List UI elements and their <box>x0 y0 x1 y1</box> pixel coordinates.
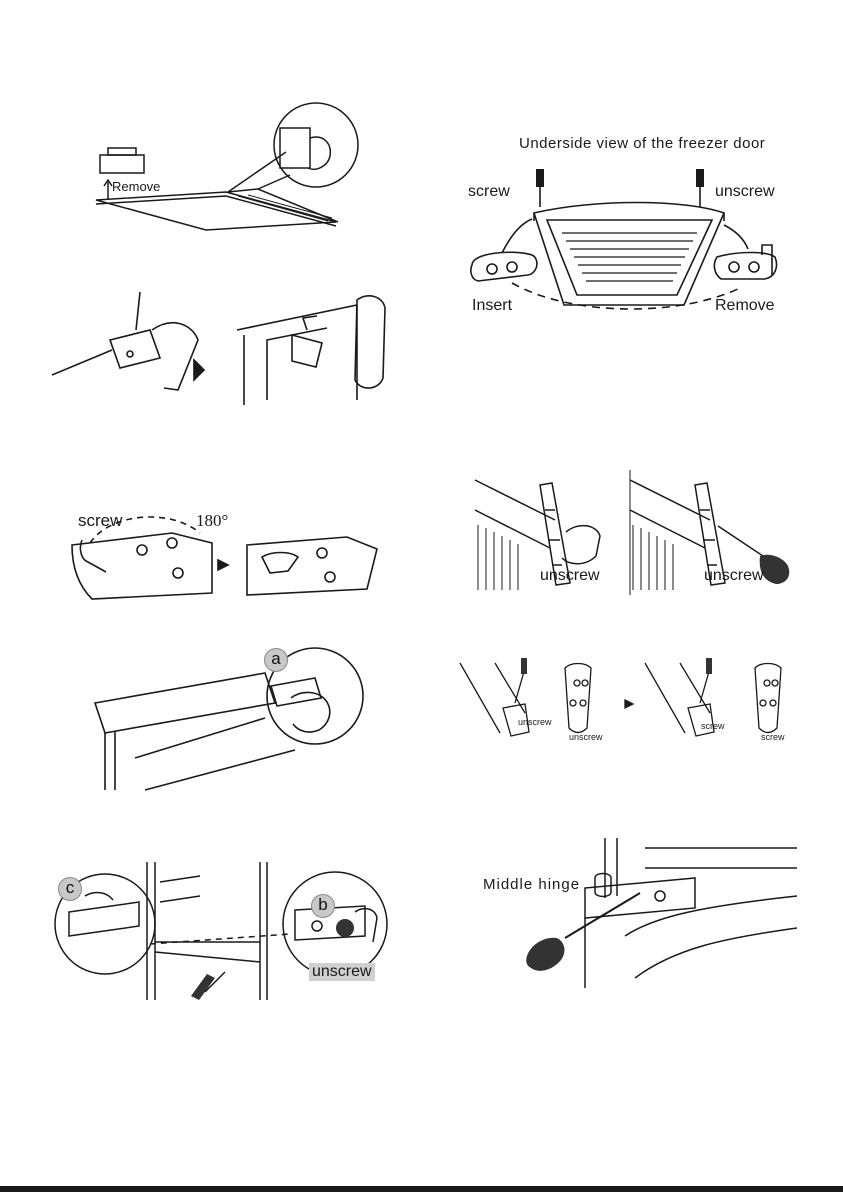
badge-a: a <box>264 648 288 672</box>
screw-label-plate: screw <box>78 512 122 529</box>
small-hinge-label-3: screw <box>701 722 725 731</box>
figure-small-hinges <box>455 658 805 743</box>
unscrew-label-freezer: unscrew <box>715 184 775 200</box>
small-hinge-label-2: unscrew <box>569 733 603 742</box>
insert-label: Insert <box>472 298 512 314</box>
angle-label: 180° <box>196 512 228 529</box>
bottom-border <box>0 1186 843 1192</box>
remove-label-freezer: Remove <box>715 298 775 314</box>
freezer-door-title: Underside view of the freezer door <box>519 136 765 151</box>
figure-hinge-assembly <box>52 290 387 415</box>
unscrew-label-bottom: unscrew <box>309 963 375 981</box>
figure-middle-hinge <box>525 838 797 988</box>
badge-b: b <box>311 894 335 918</box>
unscrew-label-hinge-right: unscrew <box>704 568 764 584</box>
figure-remove-cover <box>88 100 378 240</box>
figure-door-detail-a <box>95 648 365 790</box>
small-hinge-label-4: screw <box>761 733 785 742</box>
badge-c: c <box>58 877 82 901</box>
unscrew-label-hinge-left: unscrew <box>540 568 600 584</box>
screw-label-freezer: screw <box>468 184 510 200</box>
remove-label: Remove <box>112 180 160 193</box>
small-hinge-label-1: unscrew <box>518 718 552 727</box>
